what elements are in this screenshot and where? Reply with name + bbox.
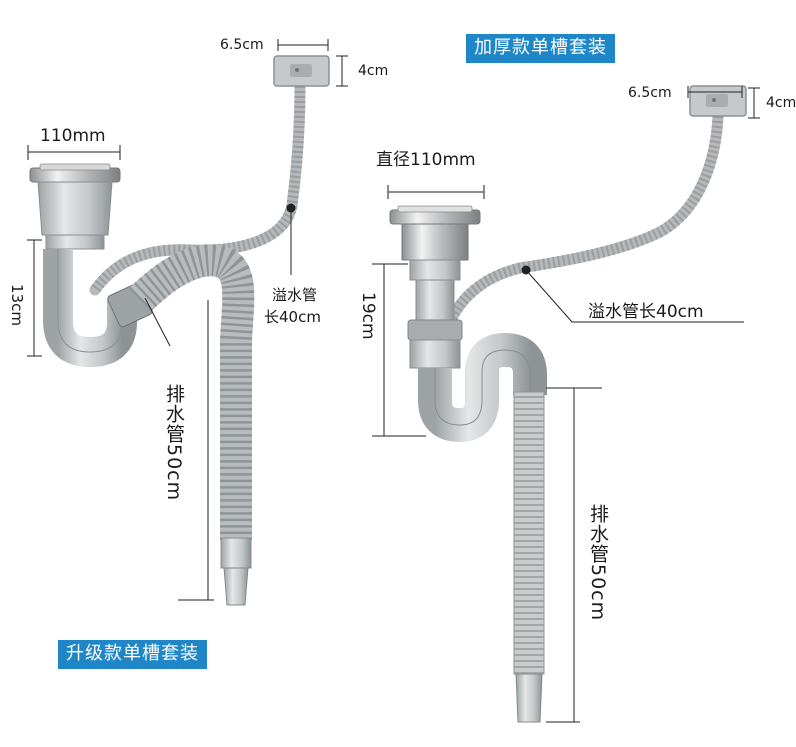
left-overflow-hose-label-line2: 长40cm [264, 308, 321, 326]
right-trap-height-label: 19cm [358, 292, 378, 340]
right-product-title-banner: 加厚款单槽套装 [466, 34, 615, 63]
left-overflow-box-height-label: 4cm [358, 63, 389, 79]
right-sink-drain-kit [372, 85, 760, 723]
right-overflow-box-height-label: 4cm [766, 95, 796, 111]
right-overflow-box-width-label: 6.5cm [628, 85, 672, 101]
right-strainer-diameter-label: 直径110mm [376, 150, 476, 170]
left-drain-hose-label: 排水管50cm [163, 384, 185, 502]
right-drain-hose-label: 排水管50cm [587, 504, 609, 622]
left-strainer-width-label: 110mm [40, 126, 106, 146]
left-overflow-hose-label-line1: 溢水管 [272, 286, 318, 304]
left-drain-hose [128, 244, 255, 540]
left-overflow-box-width-label: 6.5cm [220, 37, 264, 53]
left-trap-height-label: 13cm [8, 284, 26, 326]
right-overflow-hose-label: 溢水管长40cm [588, 302, 704, 322]
left-product-title-banner: 升级款单槽套装 [58, 640, 207, 669]
right-drain-hose [513, 391, 545, 675]
left-sink-drain-kit [27, 39, 348, 606]
